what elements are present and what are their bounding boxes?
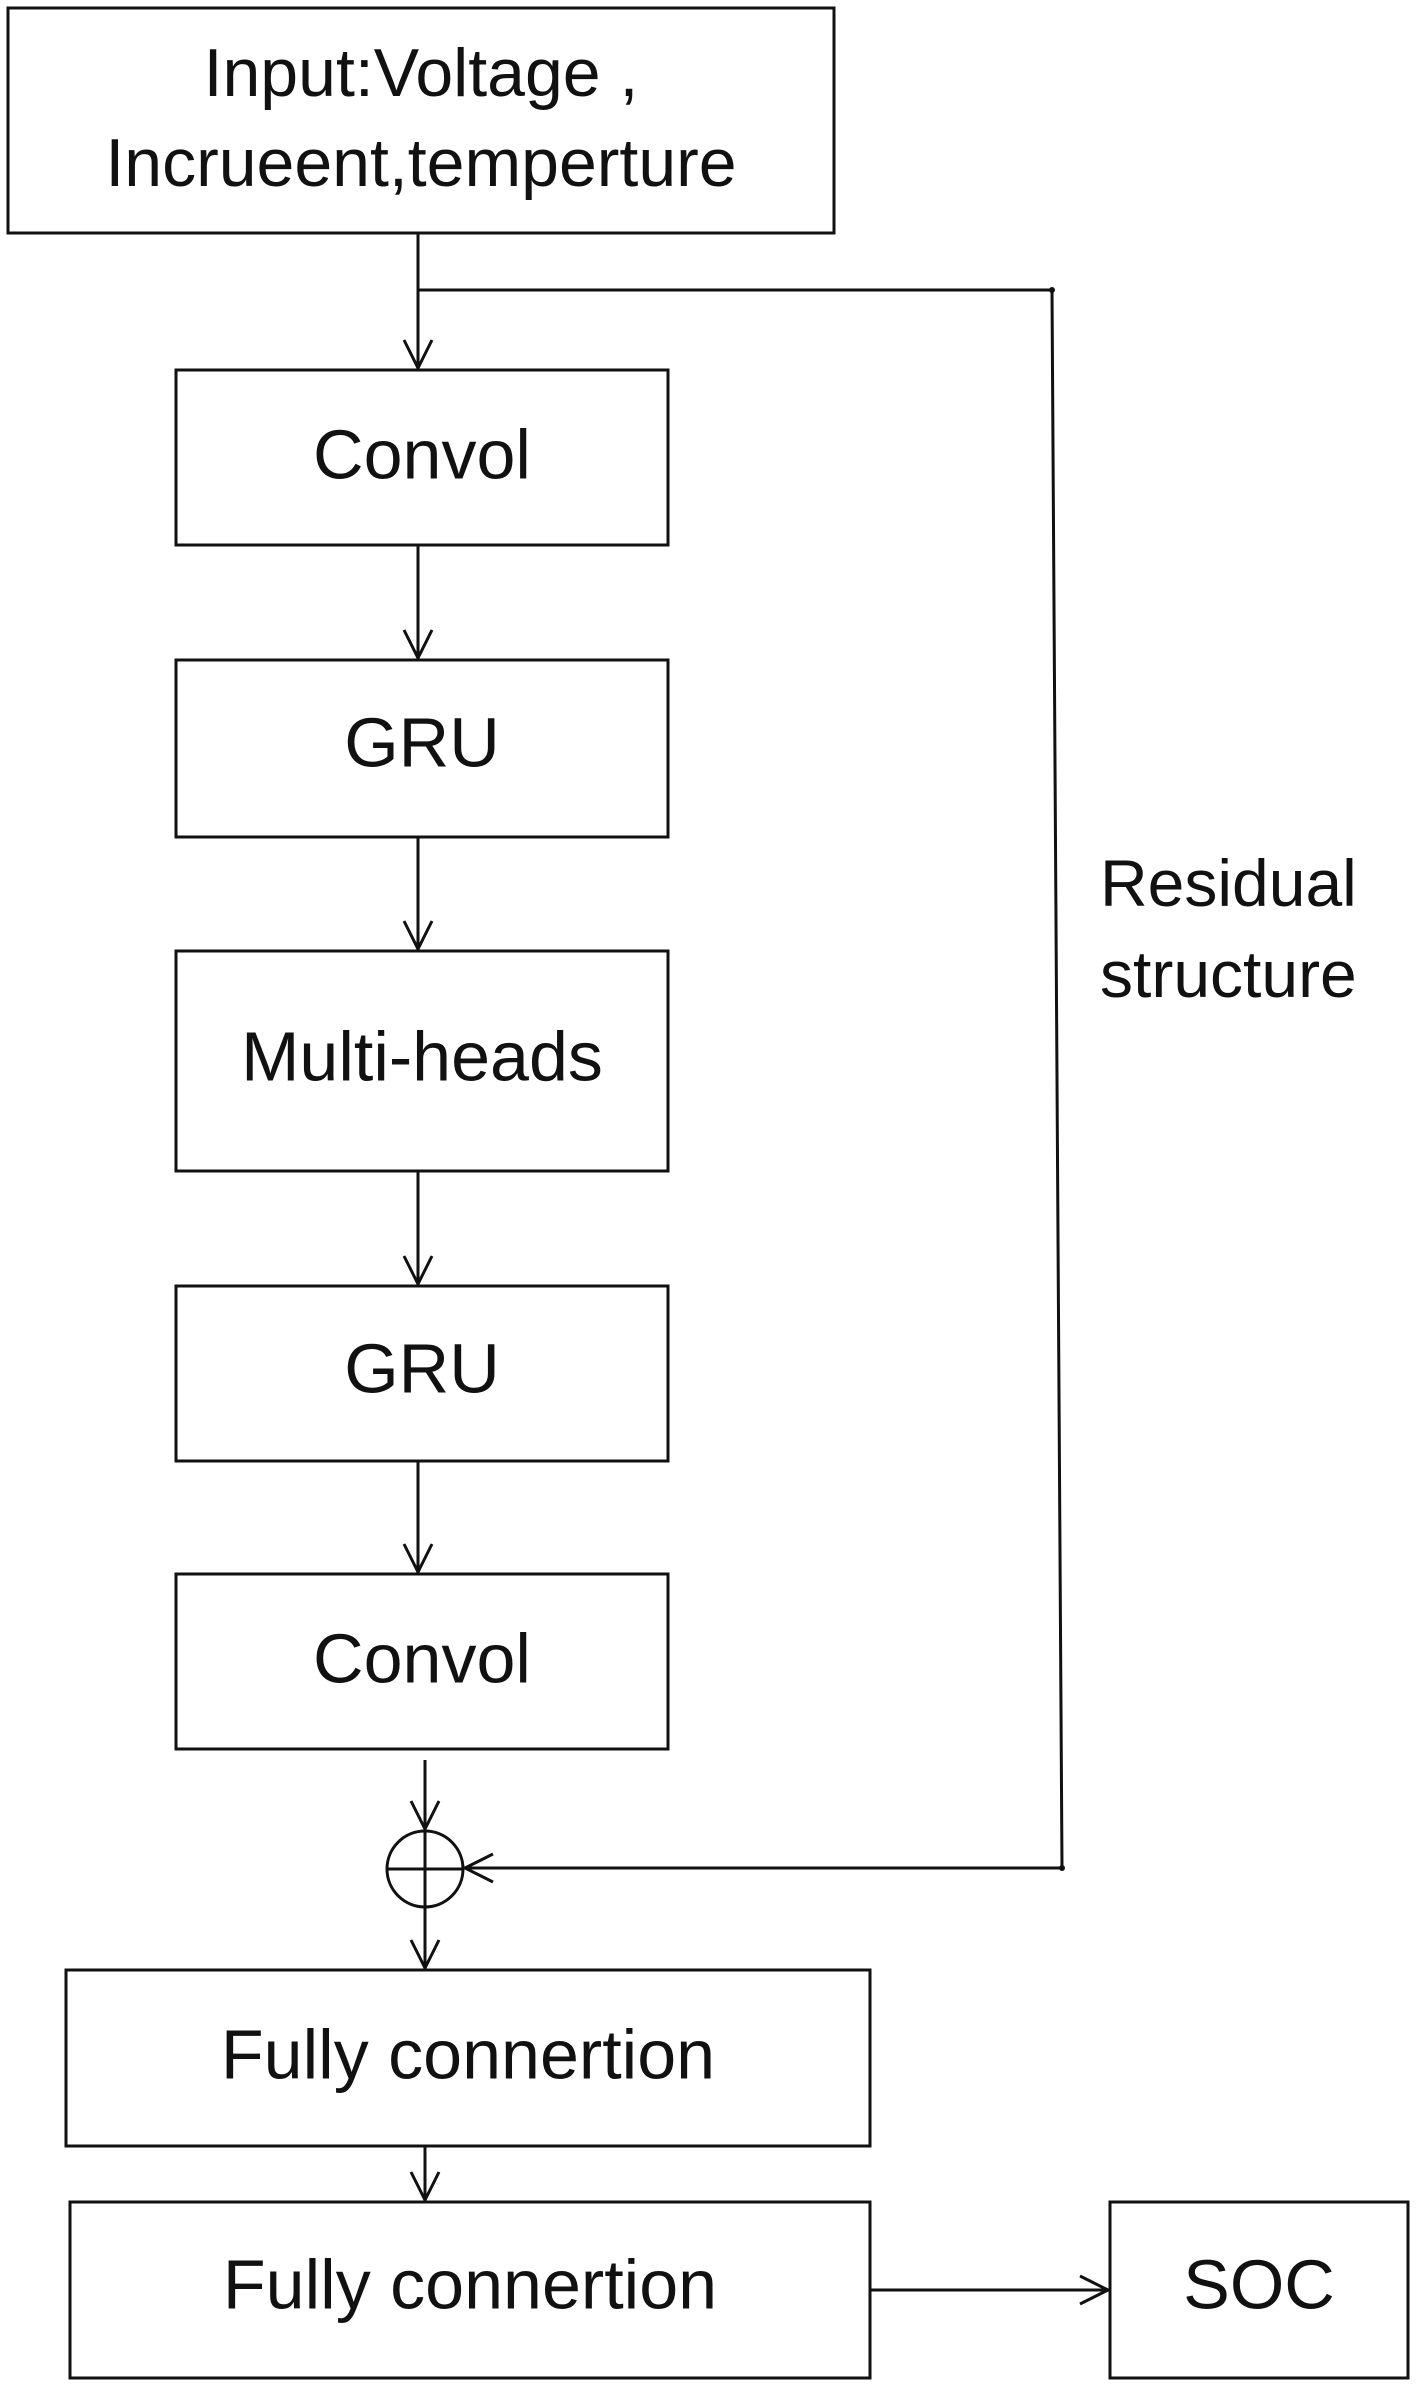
multi-heads-label: Multi-heads <box>241 1017 603 1095</box>
circle-plus-icon <box>385 1829 465 1909</box>
input-label-line2: Incrueent,temperture <box>105 125 736 201</box>
convol-label-2: Convol <box>313 1619 531 1697</box>
edge-multi-heads-to-gru <box>402 1171 434 1288</box>
fully-connection-box-1: Fully connertion <box>64 1968 872 2148</box>
edge-input-to-convol <box>402 233 434 372</box>
residual-label-line2: structure <box>1100 937 1357 1011</box>
residual-structure-label: Residual structure <box>1100 846 1357 1011</box>
convol-label-1: Convol <box>313 415 531 493</box>
edge-gru-to-multi-heads <box>402 837 434 953</box>
soc-box: SOC <box>1108 2200 1410 2380</box>
gru-box-1: GRU <box>174 658 670 839</box>
convol-box-2: Convol <box>174 1572 670 1751</box>
multi-heads-box: Multi-heads <box>174 949 670 1173</box>
soc-label: SOC <box>1183 2245 1335 2323</box>
edge-convol-to-gru <box>402 545 434 662</box>
edge-fully-to-fully <box>409 2146 441 2204</box>
input-label-line1: Input:Voltage , <box>204 35 639 111</box>
edge-convol-to-sum <box>409 1760 441 1833</box>
convol-box-1: Convol <box>174 368 670 547</box>
edge-fully-to-soc <box>870 2274 1112 2306</box>
residual-label-line1: Residual <box>1100 846 1357 920</box>
edge-gru-to-convol <box>402 1461 434 1576</box>
gru-label-2: GRU <box>344 1329 500 1407</box>
edge-residual-skip <box>418 287 1065 1884</box>
gru-label-1: GRU <box>344 703 500 781</box>
edge-sum-to-fully-connection <box>409 1907 441 1972</box>
input-box: Input:Voltage , Incrueent,temperture <box>6 6 836 235</box>
fully-connection-box-2: Fully connertion <box>68 2200 872 2380</box>
fully-connection-label-1: Fully connertion <box>221 2015 715 2093</box>
gru-box-2: GRU <box>174 1284 670 1463</box>
fully-connection-label-2: Fully connertion <box>223 2245 717 2323</box>
